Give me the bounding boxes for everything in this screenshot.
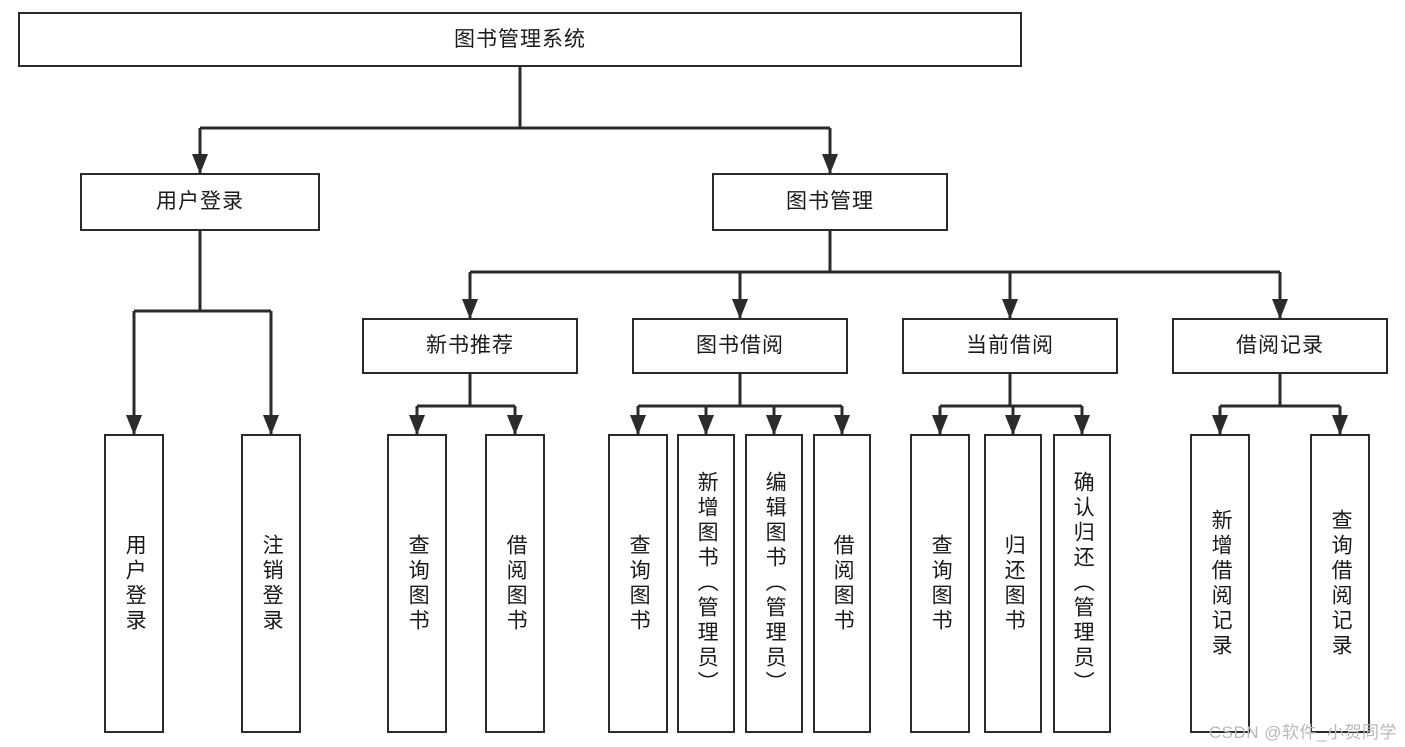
node-label: 确认归还（管理员） (1071, 471, 1095, 696)
node-label: 注销登录 (260, 533, 284, 634)
node-label: 用户登录 (123, 533, 147, 634)
node-leaf-add-book-admin[interactable]: 新增图书（管理员） (677, 434, 735, 733)
node-leaf-edit-book-admin[interactable]: 编辑图书（管理员） (745, 434, 803, 733)
node-leaf-confirm-return-admin[interactable]: 确认归还（管理员） (1053, 434, 1111, 733)
node-label: 查询图书 (406, 533, 430, 634)
node-label: 借阅图书 (831, 533, 855, 634)
node-leaf-query-book-borrow[interactable]: 查询图书 (608, 434, 668, 733)
node-label: 查询借阅记录 (1329, 508, 1353, 659)
node-leaf-user-logout[interactable]: 注销登录 (241, 434, 301, 733)
node-book-borrow[interactable]: 图书借阅 (632, 318, 848, 374)
node-leaf-borrow-book-recommend[interactable]: 借阅图书 (485, 434, 545, 733)
node-label: 图书管理 (786, 190, 874, 214)
node-borrow-record[interactable]: 借阅记录 (1172, 318, 1388, 374)
node-leaf-query-book-recommend[interactable]: 查询图书 (387, 434, 447, 733)
node-label: 图书管理系统 (454, 27, 586, 51)
node-root-system[interactable]: 图书管理系统 (18, 12, 1022, 67)
node-label: 编辑图书（管理员） (763, 471, 787, 696)
node-label: 查询图书 (627, 533, 651, 634)
node-leaf-return-book[interactable]: 归还图书 (984, 434, 1042, 733)
node-new-book-recommend[interactable]: 新书推荐 (362, 318, 578, 374)
node-label: 查询图书 (929, 533, 953, 634)
node-user-login[interactable]: 用户登录 (80, 173, 320, 231)
node-label: 归还图书 (1002, 533, 1026, 634)
node-label: 新增借阅记录 (1209, 508, 1233, 659)
node-label: 借阅记录 (1236, 334, 1324, 358)
node-label: 新增图书（管理员） (695, 471, 719, 696)
node-label: 当前借阅 (966, 334, 1054, 358)
node-current-borrow[interactable]: 当前借阅 (902, 318, 1118, 374)
node-leaf-query-borrow-record[interactable]: 查询借阅记录 (1310, 434, 1370, 733)
node-leaf-borrow-book[interactable]: 借阅图书 (813, 434, 871, 733)
node-book-management[interactable]: 图书管理 (712, 173, 948, 231)
node-leaf-query-book-current[interactable]: 查询图书 (910, 434, 970, 733)
node-leaf-add-borrow-record[interactable]: 新增借阅记录 (1190, 434, 1250, 733)
node-label: 借阅图书 (504, 533, 528, 634)
watermark-credit: CSDN @软件_小贺同学 (1208, 723, 1397, 742)
node-label: 新书推荐 (426, 334, 514, 358)
node-label: 用户登录 (156, 190, 244, 214)
node-label: 图书借阅 (696, 334, 784, 358)
node-leaf-user-login[interactable]: 用户登录 (104, 434, 164, 733)
